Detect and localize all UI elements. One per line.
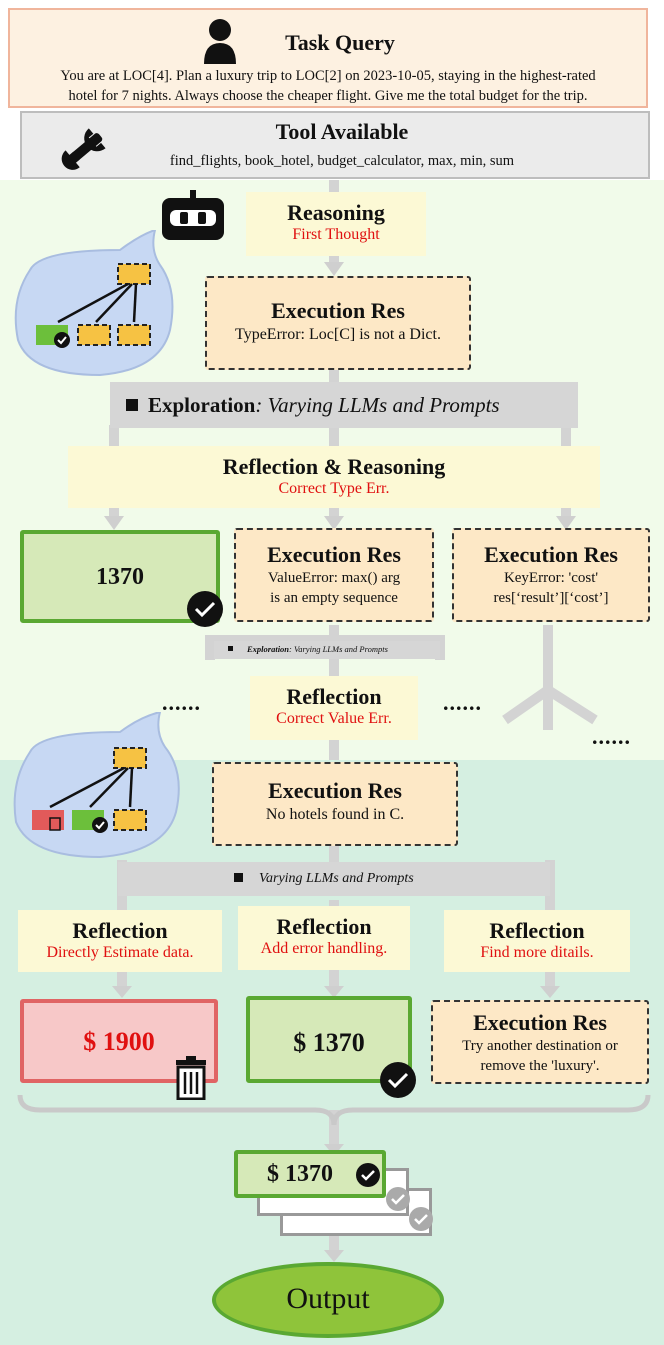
result-1900-value: $ 1900 bbox=[83, 1027, 155, 1056]
check-circle-icon bbox=[187, 591, 223, 627]
varying-bar: Varying LLMs and Prompts bbox=[118, 862, 550, 896]
reflection-b-title: Reflection bbox=[276, 914, 372, 939]
execution-3-title: Execution Res bbox=[484, 542, 618, 567]
execution-3-line1: KeyError: 'cost' bbox=[503, 570, 599, 586]
trash-icon bbox=[176, 1056, 206, 1100]
execution-3-line2: res[‘result’][‘cost’] bbox=[493, 590, 609, 606]
check-circle-icon bbox=[386, 1187, 410, 1211]
reflection-reasoning-subtitle: Correct Type Err. bbox=[278, 480, 390, 497]
reflection-1-subtitle: Correct Value Err. bbox=[276, 710, 392, 727]
reflection-box-b: Reflection Add error handling. bbox=[238, 906, 410, 970]
ellipsis-right: ...... bbox=[592, 724, 631, 749]
result-1370-box: 1370 bbox=[20, 530, 220, 623]
reflection-a-subtitle: Directly Estimate data. bbox=[46, 944, 194, 961]
tool-available-box: Tool Available find_flights, book_hotel,… bbox=[20, 111, 650, 179]
reflection-c-title: Reflection bbox=[489, 918, 585, 943]
check-circle-icon bbox=[356, 1163, 380, 1187]
final-result-value: $ 1370 bbox=[267, 1161, 333, 1187]
reflection-box-a: Reflection Directly Estimate data. bbox=[18, 910, 222, 972]
output-label: Output bbox=[286, 1282, 370, 1315]
check-circle-icon bbox=[409, 1207, 433, 1231]
bullet-square-icon bbox=[126, 399, 138, 411]
execution-result-1: Execution Res TypeError: Loc[C] is not a… bbox=[205, 276, 471, 370]
execution-result-5: Execution Res Try another destination or… bbox=[431, 1000, 649, 1084]
execution-result-3: Execution Res KeyError: 'cost' res[‘resu… bbox=[452, 528, 650, 622]
execution-2-line2: is an empty sequence bbox=[270, 590, 398, 606]
wrench-icon bbox=[61, 128, 106, 170]
bullet-square-icon bbox=[228, 646, 233, 651]
execution-5-title: Execution Res bbox=[473, 1010, 607, 1035]
execution-1-title: Execution Res bbox=[271, 298, 405, 323]
ellipsis-middle: ...... bbox=[443, 690, 482, 715]
search-tree-bubble-2 bbox=[13, 712, 180, 859]
exploration-1-bold: Exploration bbox=[148, 393, 256, 417]
execution-5-line1: Try another destination or bbox=[462, 1038, 618, 1054]
output-node: Output bbox=[212, 1262, 444, 1338]
execution-result-2: Execution Res ValueError: max() arg is a… bbox=[234, 528, 434, 622]
execution-2-line1: ValueError: max() arg bbox=[267, 570, 401, 586]
exploration-2-bold: Exploration bbox=[247, 644, 290, 654]
bullet-square-icon bbox=[234, 873, 243, 882]
execution-2-title: Execution Res bbox=[267, 542, 401, 567]
reasoning-title: Reasoning bbox=[287, 200, 385, 225]
varying-text: Varying LLMs and Prompts bbox=[259, 871, 414, 886]
reflection-reasoning-box: Reflection & Reasoning Correct Type Err. bbox=[68, 446, 600, 508]
reflection-c-subtitle: Find more ditails. bbox=[480, 944, 594, 961]
result-1900-box: $ 1900 bbox=[20, 999, 218, 1083]
execution-result-4: Execution Res No hotels found in C. bbox=[212, 762, 458, 846]
check-circle-icon bbox=[380, 1062, 416, 1098]
robot-icon bbox=[162, 190, 224, 240]
task-query-title: Task Query bbox=[285, 30, 395, 55]
result-1370-value: 1370 bbox=[96, 564, 144, 590]
reflection-b-subtitle: Add error handling. bbox=[260, 940, 388, 957]
exploration-1-italic: : Varying LLMs and Prompts bbox=[255, 393, 500, 417]
reflection-reasoning-title: Reflection & Reasoning bbox=[222, 454, 446, 479]
execution-4-title: Execution Res bbox=[268, 778, 402, 803]
execution-5-line2: remove the 'luxury'. bbox=[480, 1058, 600, 1074]
ellipsis-left: ...... bbox=[162, 690, 201, 715]
reflection-1-title: Reflection bbox=[286, 684, 382, 709]
task-query-box: Task Query You are at LOC[4]. Plan a lux… bbox=[8, 8, 648, 108]
reflection-a-title: Reflection bbox=[72, 918, 168, 943]
reflection-box-1: Reflection Correct Value Err. bbox=[250, 676, 418, 740]
task-query-text-line1: You are at LOC[4]. Plan a luxury trip to… bbox=[60, 68, 596, 84]
search-tree-bubble-1 bbox=[14, 230, 174, 377]
exploration-2-italic: : Varying LLMs and Prompts bbox=[289, 644, 388, 654]
exploration-bar-1: Exploration: Varying LLMs and Prompts bbox=[110, 382, 578, 428]
execution-4-text: No hotels found in C. bbox=[265, 806, 405, 823]
reasoning-box: Reasoning First Thought bbox=[246, 192, 426, 256]
user-icon bbox=[204, 19, 236, 64]
execution-1-text: TypeError: Loc[C] is not a Dict. bbox=[235, 326, 441, 343]
reflection-box-c: Reflection Find more ditails. bbox=[444, 910, 630, 972]
exploration-bar-2: Exploration: Varying LLMs and Prompts bbox=[214, 641, 440, 659]
task-query-text-line2: hotel for 7 nights. Always choose the ch… bbox=[68, 88, 588, 104]
reasoning-subtitle: First Thought bbox=[292, 226, 380, 243]
tool-available-title: Tool Available bbox=[275, 119, 409, 144]
result-1370-b-value: $ 1370 bbox=[293, 1028, 365, 1057]
tool-list: find_flights, book_hotel, budget_calcula… bbox=[169, 153, 515, 169]
